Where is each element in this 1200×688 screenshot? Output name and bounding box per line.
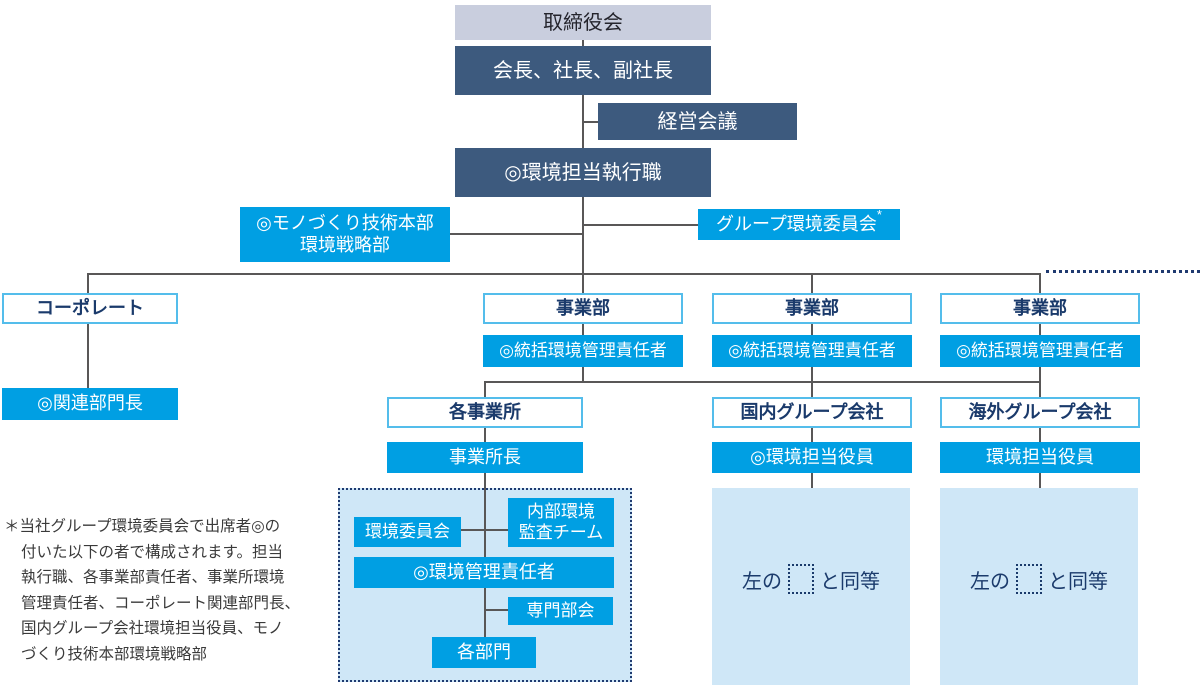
equivalent-note-domestic: 左の と同等 <box>712 556 910 602</box>
connector <box>811 428 813 442</box>
node-env-officer-domestic: ◎環境担当役員 <box>712 442 912 473</box>
node-env-officer-overseas: 環境担当役員 <box>940 442 1140 473</box>
connector <box>811 273 813 294</box>
equivalent-note-overseas: 左の と同等 <box>940 556 1138 602</box>
node-corporate: コーポレート <box>2 293 178 324</box>
node-label: ◎統括環境管理責任者 <box>499 340 667 360</box>
node-domestic-group-companies: 国内グループ会社 <box>712 397 912 428</box>
connector-bus-1 <box>87 273 1040 275</box>
node-site-manager: 事業所長 <box>387 442 583 473</box>
connector <box>582 273 584 294</box>
node-label: 経営会議 <box>657 110 738 133</box>
node-label-line2: 監査チーム <box>518 522 604 542</box>
node-label-line1: ◎モノづくり技術本部 <box>256 212 434 233</box>
connector <box>811 323 813 335</box>
connector <box>1039 428 1041 442</box>
node-business-division-3: 事業部 <box>940 293 1140 324</box>
node-label: 事業所長 <box>449 446 521 467</box>
node-group-env-committee: グループ環境委員会 * <box>698 207 900 240</box>
connector <box>87 323 89 388</box>
equivalent-suffix: と同等 <box>820 570 880 593</box>
node-label: 専門部会 <box>526 600 595 620</box>
node-label: ◎関連部門長 <box>37 393 143 414</box>
footnote-text: ＊当社グループ環境委員会で出席者◎の 付いた以下の者で構成されます。担当 執行職… <box>4 518 301 663</box>
node-business-division-2: 事業部 <box>712 293 912 324</box>
node-label: グループ環境委員会 <box>716 213 877 234</box>
connector <box>582 95 584 148</box>
connector <box>583 224 698 226</box>
node-label: 各事業所 <box>449 401 521 422</box>
node-label: 事業部 <box>556 297 610 318</box>
node-label: 環境委員会 <box>365 521 450 541</box>
node-related-dept-head: ◎関連部門長 <box>2 388 178 420</box>
node-label: 事業部 <box>785 297 839 318</box>
connector-bus-2 <box>484 381 1040 383</box>
node-env-committee: 環境委員会 <box>354 517 461 547</box>
connector <box>1039 473 1041 488</box>
node-specialist-subcommittee: 専門部会 <box>508 597 613 625</box>
node-management-meeting: 経営会議 <box>598 103 797 140</box>
domestic-equivalent-panel <box>712 488 910 685</box>
node-label-line2: 環境戦略部 <box>300 234 390 255</box>
node-label: ◎環境担当役員 <box>750 446 874 467</box>
node-env-manager: ◎環境管理責任者 <box>354 557 614 588</box>
connector <box>87 273 89 294</box>
node-label: ◎統括環境管理責任者 <box>956 340 1124 360</box>
node-label: ◎環境管理責任者 <box>413 561 555 582</box>
dotted-box-reference-icon <box>1016 564 1042 594</box>
connector <box>484 381 486 397</box>
connector <box>582 367 584 382</box>
connector <box>1039 367 1041 397</box>
node-label: ◎環境担当執行職 <box>504 161 662 184</box>
connector <box>582 197 584 274</box>
footnote-asterisk: * <box>876 207 882 222</box>
node-label: 環境担当役員 <box>986 446 1094 467</box>
equivalent-suffix: と同等 <box>1048 570 1108 593</box>
node-monozukuri-env-strategy: ◎モノづくり技術本部 環境戦略部 <box>240 207 450 262</box>
node-label: 海外グループ会社 <box>968 401 1112 422</box>
dotted-continuation-line <box>1046 270 1200 273</box>
node-label: 事業部 <box>1013 297 1067 318</box>
connector <box>582 323 584 335</box>
node-label: ◎統括環境管理責任者 <box>728 340 896 360</box>
connector <box>582 40 584 46</box>
node-internal-audit-team: 内部環境 監査チーム <box>508 498 614 547</box>
connector <box>484 609 508 611</box>
overseas-equivalent-panel <box>940 488 1138 685</box>
equivalent-prefix: 左の <box>742 570 782 593</box>
connector <box>811 473 813 488</box>
connector <box>461 529 508 531</box>
node-label: 国内グループ会社 <box>740 401 884 422</box>
node-label: 各部門 <box>457 641 511 662</box>
node-supervising-env-manager-1: ◎統括環境管理責任者 <box>483 335 683 367</box>
dotted-box-reference-icon <box>788 564 814 594</box>
connector <box>450 233 583 235</box>
node-business-division-1: 事業部 <box>483 293 683 324</box>
equivalent-prefix: 左の <box>970 570 1010 593</box>
node-each-department: 各部門 <box>432 637 536 668</box>
node-label: 会長、社長、副社長 <box>493 59 673 82</box>
connector <box>484 428 486 442</box>
node-label: コーポレート <box>36 297 144 318</box>
connector <box>484 472 486 637</box>
connector <box>811 367 813 397</box>
connector <box>583 121 598 123</box>
node-chairman-president: 会長、社長、副社長 <box>455 46 711 95</box>
connector <box>1039 323 1041 335</box>
node-board-of-directors: 取締役会 <box>455 5 711 40</box>
node-label: 取締役会 <box>543 11 623 34</box>
node-label-line1: 内部環境 <box>527 502 595 522</box>
node-supervising-env-manager-2: ◎統括環境管理責任者 <box>712 335 912 367</box>
node-supervising-env-manager-3: ◎統括環境管理責任者 <box>940 335 1140 367</box>
node-each-site: 各事業所 <box>387 397 583 428</box>
node-env-executive: ◎環境担当執行職 <box>455 148 711 197</box>
connector <box>1039 273 1041 294</box>
node-overseas-group-companies: 海外グループ会社 <box>940 397 1140 428</box>
